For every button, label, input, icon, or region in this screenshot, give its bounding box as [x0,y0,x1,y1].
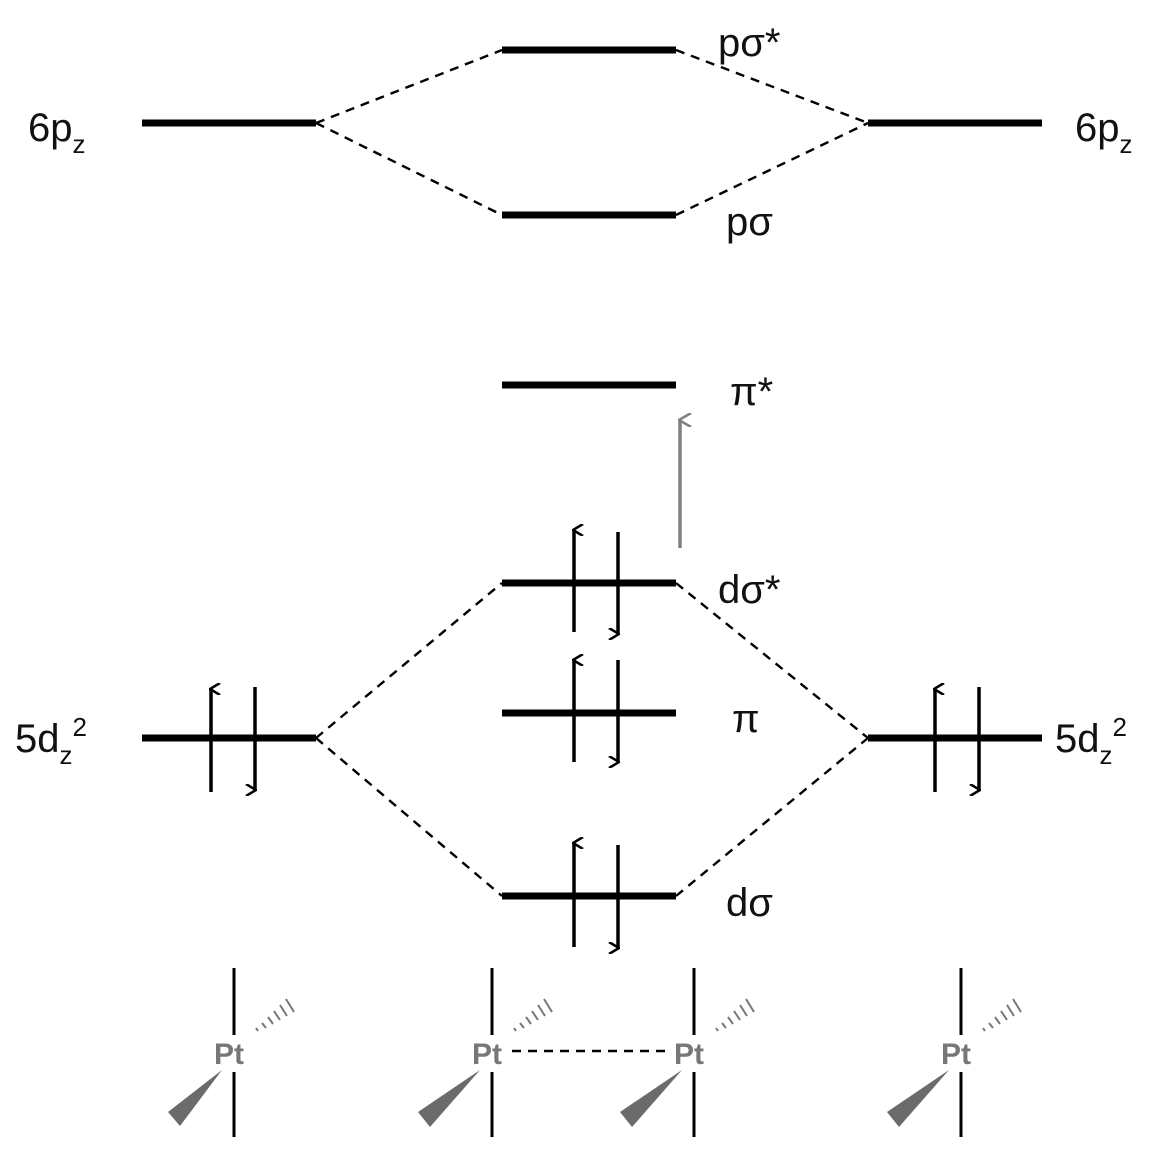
wedge-bond [620,1070,682,1127]
pi-electron-pair [574,660,618,762]
pt-fragment-left: Pt [168,968,295,1137]
pt-fragment-right: Pt [887,968,1022,1137]
connector-dsigma-to-5dz2-right [675,737,869,897]
connector-psigma-to-6pz-right [675,121,869,217]
connector-6pz-left-to-psigmastar [315,48,503,125]
connector-5dz2-left-to-dsigmastar [315,582,503,739]
pi-star-label: π* [730,370,773,414]
hashed-bond [982,998,1022,1032]
d-sigma-star-electron-pair [574,530,618,634]
5dz2-right-electron-pair [935,687,979,792]
hashed-bond [715,998,755,1032]
d-sigma-label: dσ [726,881,773,925]
6pz-right-label: 6pz [1075,106,1133,159]
wedge-bond [418,1070,480,1127]
connector-6pz-left-to-psigma [315,121,503,217]
pt-fragment-center-left: Pt [418,968,553,1137]
pt-fragment-center-right: Pt [620,968,755,1137]
5dz2-right-label: 5dz2 [1055,712,1127,770]
5dz2-left-label: 5dz2 [15,712,87,770]
d-sigma-electron-pair [574,843,618,948]
p-sigma-label: pσ [726,200,773,244]
hashed-bond [513,998,553,1032]
5dz2-left-electron-pair [211,687,255,792]
connector-psigmastar-to-6pz-right [675,48,869,125]
wedge-bond [168,1070,222,1126]
6pz-left-label: 6pz [28,106,86,159]
pt-atom-label: Pt [214,1038,244,1071]
wedge-bond [887,1070,949,1127]
d-sigma-star-label: dσ* [718,568,781,612]
pt-atom-label: Pt [472,1038,502,1071]
pt-atom-label: Pt [674,1038,704,1071]
pt-atom-label: Pt [941,1038,971,1071]
p-sigma-star-label: pσ* [718,21,781,65]
pi-label: π [732,697,760,741]
hashed-bond [255,998,295,1032]
connector-5dz2-left-to-dsigma [315,737,503,897]
